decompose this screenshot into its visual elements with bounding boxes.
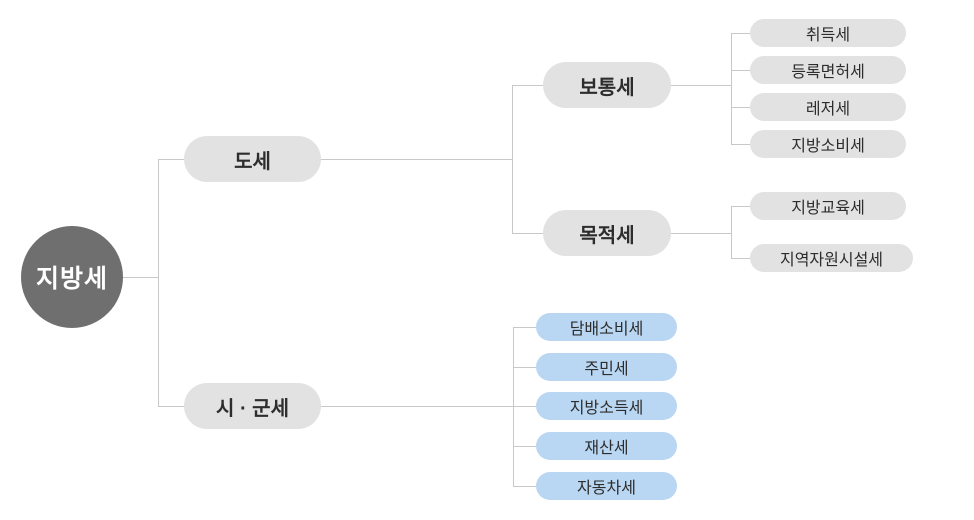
connector-ordinary-h [671,85,731,86]
connector-stub-tobacco-consumption-tax [513,327,536,328]
node-resident-tax: 주민세 [536,353,677,381]
node-automobile-tax: 자동차세 [536,472,677,500]
connector-stub-registration-license-tax [731,70,750,71]
connector-city-county-h [321,406,513,407]
node-local-income-tax: 지방소득세 [536,392,677,420]
connector-stub-city-county-tax [158,406,184,407]
node-purpose-tax: 목적세 [543,210,671,256]
connector-stub-local-consumption-tax [731,144,750,145]
connector-stub-local-income-tax [513,406,536,407]
node-tobacco-consumption-tax: 담배소비세 [536,313,677,341]
connector-city-county-leaves-v [513,327,514,487]
node-leisure-tax: 레저세 [750,93,906,121]
connector-stub-acquisition-tax [731,33,750,34]
node-local-tax-root: 지방세 [21,226,123,328]
node-regional-resource-facility-tax: 지역자원시설세 [750,244,913,272]
node-provincial-tax: 도세 [184,136,321,182]
connector-stub-purpose-tax [512,233,543,234]
node-property-tax: 재산세 [536,432,677,460]
node-local-education-tax: 지방교육세 [750,192,906,220]
connector-trunk-v [158,159,159,407]
node-ordinary-tax: 보통세 [543,62,671,108]
connector-stub-resident-tax [513,367,536,368]
node-city-county-tax: 시 · 군세 [184,383,321,429]
connector-stub-local-education-tax [731,206,750,207]
connector-stub-regional-resource-facility-tax [731,258,750,259]
connector-stub-leisure-tax [731,107,750,108]
connector-purpose-leaves-v [731,206,732,259]
node-registration-license-tax: 등록면허세 [750,56,906,84]
connector-root-h [123,277,158,278]
connector-stub-ordinary-tax [512,85,543,86]
connector-stub-property-tax [513,446,536,447]
connector-stub-automobile-tax [513,486,536,487]
connector-provincial-h [321,159,512,160]
node-local-consumption-tax: 지방소비세 [750,130,906,158]
connector-level2-v [512,85,513,234]
connector-ordinary-leaves-v [731,33,732,145]
node-acquisition-tax: 취득세 [750,19,906,47]
connector-purpose-h [671,233,731,234]
connector-stub-provincial-tax [158,159,184,160]
